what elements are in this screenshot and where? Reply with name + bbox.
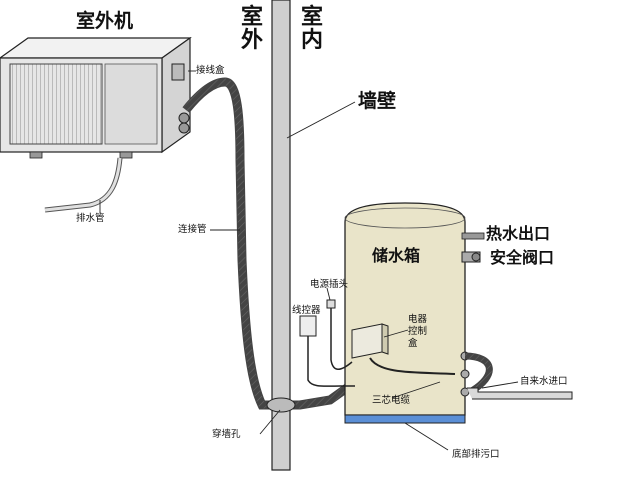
outdoor-unit-label: 室外机 [76, 10, 134, 32]
three-core-cable [369, 357, 456, 375]
tap-water-pipe [467, 387, 573, 400]
outside-label: 室外 [240, 5, 263, 54]
drain-pipe-label: 排水管 [76, 213, 105, 224]
plug-cable [330, 308, 353, 370]
wall-label: 墙壁 [358, 90, 397, 112]
wall-hole [266, 397, 296, 413]
wall [271, 0, 291, 471]
hot-water-pipe [461, 232, 485, 240]
wire-controller [299, 315, 317, 337]
wall-hole-label: 穿墙孔 [212, 429, 241, 440]
tap-water-inlet-label: 自来水进口 [520, 376, 568, 387]
safety-valve [461, 251, 481, 263]
power-plug-label: 电源插头 [310, 279, 349, 290]
hot-water-outlet-label: 热水出口 [486, 224, 551, 243]
drain-pipe [44, 157, 123, 213]
water-tank [344, 202, 466, 424]
bottom-drain-label: 底部排污口 [452, 449, 500, 460]
water-tank-label: 储水箱 [372, 246, 421, 265]
three-core-cable-label: 三芯电缆 [372, 395, 411, 406]
junction-box-label: 接线盒 [196, 65, 225, 76]
connecting-pipe-label: 连接管 [178, 224, 207, 235]
leader-lines [99, 70, 519, 451]
power-plug [326, 299, 336, 309]
junction-box [171, 63, 185, 81]
controller-cable [307, 336, 355, 387]
outdoor-unit [0, 36, 192, 159]
inside-label: 室内 [300, 5, 323, 54]
wire-controller-label: 线控器 [292, 305, 321, 316]
electric-control-box-label: 电器控制盒 [408, 314, 428, 349]
electric-control-box [351, 323, 389, 359]
safety-valve-label: 安全阀口 [490, 248, 555, 267]
